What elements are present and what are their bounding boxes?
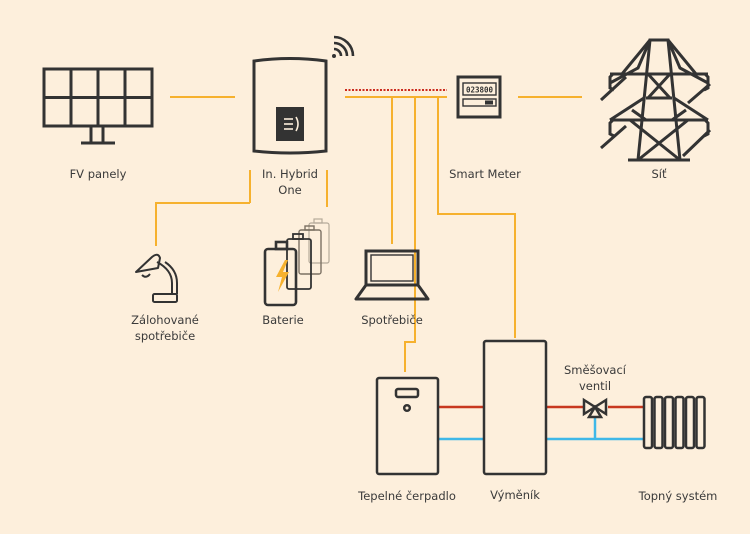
label-mixing-valve-line2: ventil xyxy=(578,379,612,393)
desk-lamp-icon xyxy=(135,253,178,303)
label-smart-meter: Smart Meter xyxy=(449,167,521,181)
label-backup-loads-line2: spotřebiče xyxy=(134,329,196,343)
cold-pipes xyxy=(438,418,643,441)
heat-pump-line xyxy=(404,97,416,372)
pv-panel-icon xyxy=(42,67,154,145)
power-lines xyxy=(155,96,582,372)
label-pv-panels: FV panely xyxy=(69,167,127,181)
label-battery: Baterie xyxy=(262,313,304,327)
laptop-icon xyxy=(354,249,430,301)
label-inverter: In. Hybrid One xyxy=(250,166,330,198)
label-backup-loads-line1: Zálohované xyxy=(131,313,199,327)
label-inverter-line1: In. Hybrid xyxy=(262,167,318,181)
heat-exchanger-icon xyxy=(482,339,548,476)
heat-pump-icon xyxy=(375,376,440,476)
label-backup-loads: Zálohované spotřebiče xyxy=(120,312,210,344)
power-tower-icon xyxy=(599,38,712,162)
meter-reading: 023800 xyxy=(466,86,494,95)
label-heat-pump: Tepelné čerpadlo xyxy=(358,489,456,503)
label-exchanger: Výměník xyxy=(490,488,540,502)
label-loads: Spotřebiče xyxy=(361,313,423,327)
label-mixing-valve: Směšovací ventil xyxy=(555,362,635,394)
label-heating-system: Topný systém xyxy=(638,489,718,503)
label-inverter-line2: One xyxy=(278,183,302,197)
mixing-valve-icon xyxy=(582,397,608,419)
label-grid: Síť xyxy=(651,167,667,181)
radiator-icon xyxy=(642,395,706,450)
wifi-icon xyxy=(332,35,355,58)
exchanger-line xyxy=(437,97,516,338)
lightning-bolt-icon xyxy=(276,260,289,292)
inverter-icon xyxy=(252,57,328,155)
smart-meter-icon: 023800 xyxy=(456,75,502,119)
backup-loads-line xyxy=(155,202,250,246)
battery-icon xyxy=(263,218,330,307)
label-mixing-valve-line1: Směšovací xyxy=(564,363,626,377)
